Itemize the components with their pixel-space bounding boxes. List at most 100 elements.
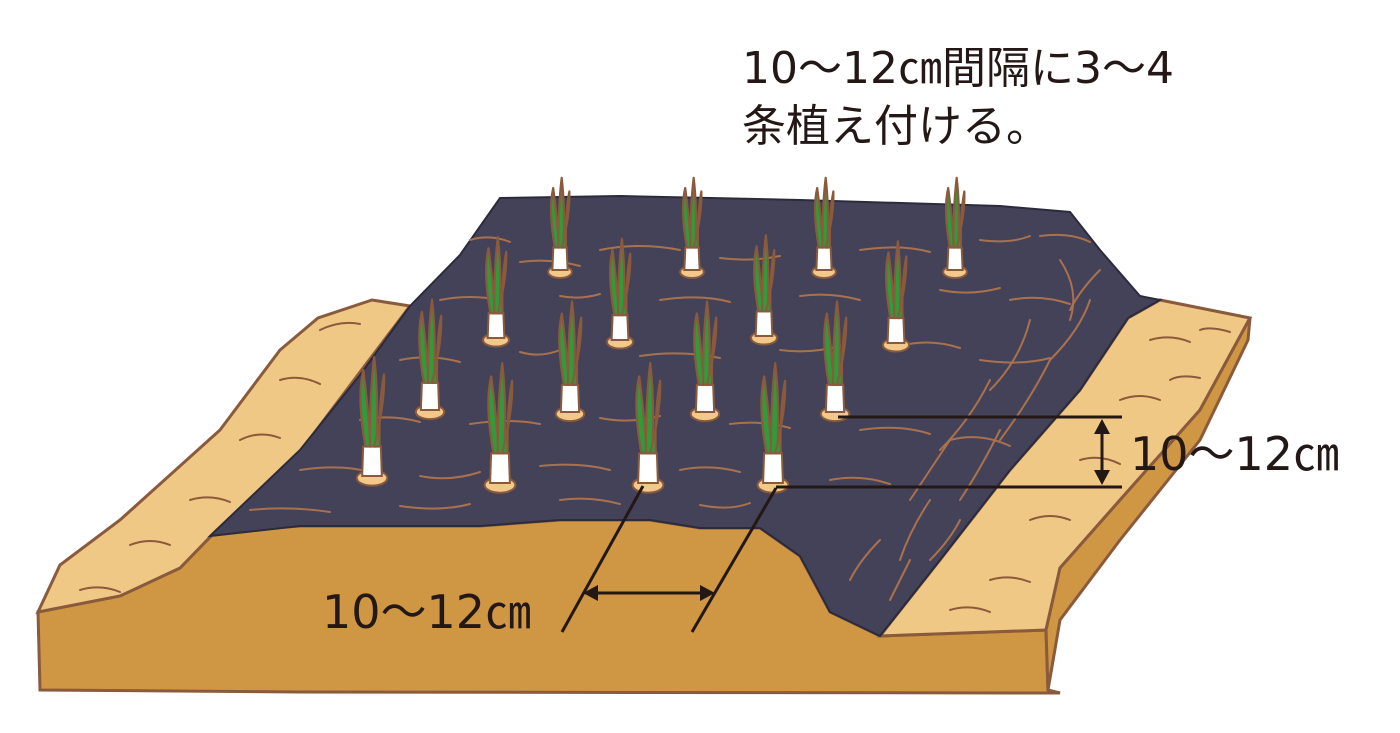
soil-bed-side <box>1044 317 1252 691</box>
seedling-leaf <box>426 298 436 384</box>
soil-mark <box>1029 515 1071 521</box>
onion-seedling <box>942 176 968 279</box>
seedling-leaf <box>566 300 576 386</box>
mulch-scratch <box>899 499 931 561</box>
mulch-scratch <box>909 439 951 501</box>
seedling-stem <box>361 445 383 477</box>
mulch-scratch <box>559 293 601 299</box>
mulch-scratch <box>659 296 731 303</box>
seedling-leaf <box>769 362 780 455</box>
mulch-scratch <box>849 539 881 581</box>
seedling-leaf <box>644 362 655 455</box>
seedling-leaf <box>761 234 770 313</box>
mulch-scratch <box>889 559 911 601</box>
seedling-leaf <box>430 314 443 384</box>
soil-mark <box>279 376 321 385</box>
mulch-scratch <box>469 236 511 243</box>
seedling-stem <box>489 452 511 484</box>
seedling-leaf <box>764 248 776 313</box>
onion-seedling <box>811 176 837 279</box>
mulch-scratch <box>699 502 751 509</box>
onion-seedling <box>414 298 446 421</box>
mulch-scratch <box>599 245 681 251</box>
seedling-leaf <box>620 252 632 317</box>
mulch-scratch <box>1059 259 1075 321</box>
mulch-scratch <box>1069 269 1101 311</box>
mulch-scratch <box>799 293 861 301</box>
seedling-leaf <box>774 379 787 455</box>
soil-mark <box>129 540 171 546</box>
seedling-stem <box>762 452 784 484</box>
dim-right-arrowhead-bottom <box>1094 470 1110 485</box>
soil-mark <box>239 433 281 441</box>
seedling-stem <box>754 310 774 337</box>
onion-seedling <box>756 362 790 494</box>
mulch-sheet <box>207 194 1163 638</box>
soil-mark <box>1199 327 1231 333</box>
onion-seedling <box>605 237 635 350</box>
soil-mark <box>79 586 121 593</box>
seedling-leaf <box>496 362 507 455</box>
mulch-scratch <box>519 349 561 356</box>
seedling-leaf <box>493 235 502 315</box>
soil-mark <box>1079 456 1121 465</box>
mulch-scratch <box>979 235 1031 243</box>
mulch-scratch <box>949 436 1011 447</box>
planting-instruction-caption: 10〜12㎝間隔に3〜4 条植え付ける。 <box>742 40 1174 156</box>
soil-mark <box>319 321 361 331</box>
dim-bottom-ext-right <box>690 487 778 633</box>
onion-seedling <box>481 235 511 348</box>
mulch-scratch <box>859 426 931 435</box>
caption-line-1: 10〜12㎝間隔に3〜4 <box>742 43 1174 94</box>
mulch-scratch <box>729 421 791 429</box>
seedling-leaf <box>689 176 698 249</box>
soil-mark <box>1169 375 1201 381</box>
seedling-leaf <box>824 190 835 249</box>
seedling-stem <box>946 246 964 271</box>
mulch-scratch <box>1009 296 1071 305</box>
seedling-stem <box>486 312 506 339</box>
seedling-stem <box>886 317 906 344</box>
seedling-leaf <box>557 176 566 249</box>
seedling-stem <box>610 314 630 341</box>
mulch-scratch <box>559 497 621 505</box>
onion-seedling <box>679 176 705 279</box>
soil-mark <box>949 606 991 613</box>
mulch-scratch <box>1049 299 1091 361</box>
dim-right-arrowhead-top <box>1094 419 1110 434</box>
seedling-stem <box>419 381 441 411</box>
mulch-scratch <box>249 507 331 513</box>
seedling-leaf <box>893 240 902 320</box>
onion-seedling <box>483 362 517 494</box>
seedling-stem <box>559 383 581 413</box>
seedling-leaf <box>570 316 583 386</box>
seedling-leaf <box>831 300 841 386</box>
mulch-scratch <box>1039 233 1091 243</box>
seedling-leaf <box>952 176 961 249</box>
seedling-leaf <box>896 255 908 320</box>
seedling-leaf <box>955 190 966 249</box>
seedling-leaf <box>501 379 514 455</box>
seedling-leaf <box>617 237 626 317</box>
seedling-leaf <box>701 300 711 386</box>
seedling-leaf <box>705 316 718 386</box>
seedling-leaf <box>649 379 662 455</box>
onion-seedling <box>554 300 586 423</box>
dim-bottom-arrowhead-right <box>700 585 715 601</box>
onion-seedling <box>355 355 389 487</box>
mulch-scratch <box>979 357 1051 364</box>
seedling-stem <box>551 246 569 271</box>
soil-mark <box>189 496 231 503</box>
mulch-scratch <box>419 471 481 480</box>
dim-bottom-arrowhead-left <box>583 585 598 601</box>
seedling-leaf <box>692 190 703 249</box>
seedling-leaf <box>373 373 386 448</box>
mulch-scratch <box>829 476 891 485</box>
seedling-leaf <box>496 250 508 315</box>
seedling-stem <box>683 246 701 271</box>
seedling-stem <box>694 383 716 413</box>
mulch-scratch <box>939 287 1001 294</box>
onion-seedling <box>881 240 911 353</box>
mulch-scratch <box>989 319 1031 391</box>
